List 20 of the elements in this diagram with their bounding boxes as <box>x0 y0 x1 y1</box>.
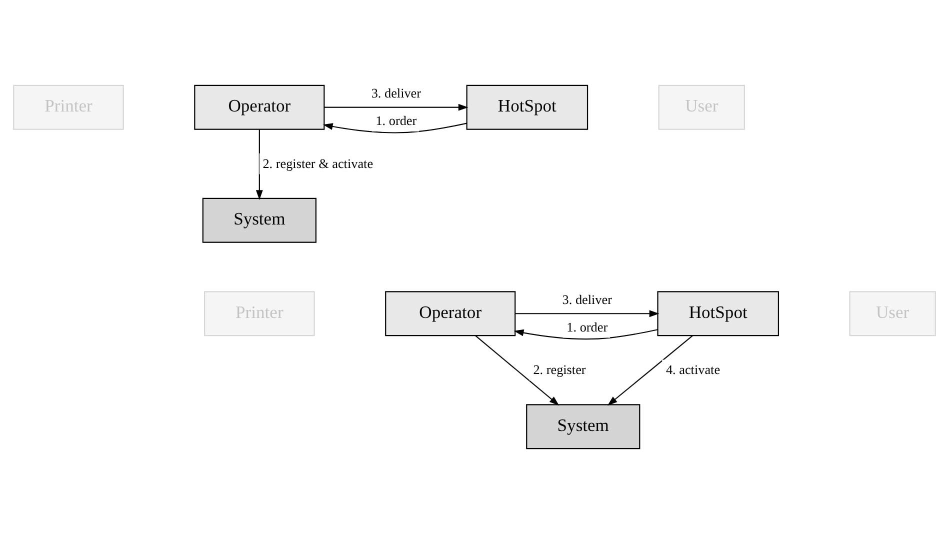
arrow <box>322 122 467 133</box>
arrow <box>256 129 263 200</box>
edge-label: 4. activate <box>666 362 720 377</box>
edge-label: 2. register <box>533 362 586 377</box>
node-box: HotSpot <box>657 290 780 336</box>
arrow <box>324 103 468 110</box>
arrow <box>515 310 660 317</box>
edge-label: 1. order <box>376 112 417 128</box>
node-box: Operator <box>194 84 325 130</box>
node-box: Operator <box>385 290 516 336</box>
arrow <box>514 328 658 340</box>
node-box: System <box>202 197 316 242</box>
node-box: System <box>526 404 640 449</box>
arrow <box>475 334 560 406</box>
node-box: HotSpot <box>466 84 588 130</box>
edge-label: 1. order <box>566 318 608 334</box>
edge-label: 2. register & activate <box>262 155 374 170</box>
edge-label: 3. deliver <box>371 85 422 100</box>
arrow <box>607 334 693 406</box>
edge-label: 3. deliver <box>562 291 612 306</box>
